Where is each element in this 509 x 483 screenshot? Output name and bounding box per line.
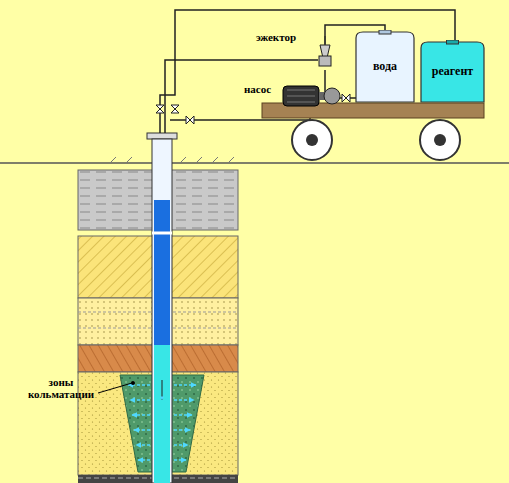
equipment-label: эжектор: [256, 32, 316, 44]
equipment-label: насос: [244, 84, 282, 96]
tank-label: вода: [373, 59, 397, 74]
zone-label: зоны кольматации: [20, 377, 102, 400]
tank-label: реагент: [432, 64, 473, 79]
tank: реагент: [420, 40, 485, 103]
tank: вода: [355, 30, 415, 103]
